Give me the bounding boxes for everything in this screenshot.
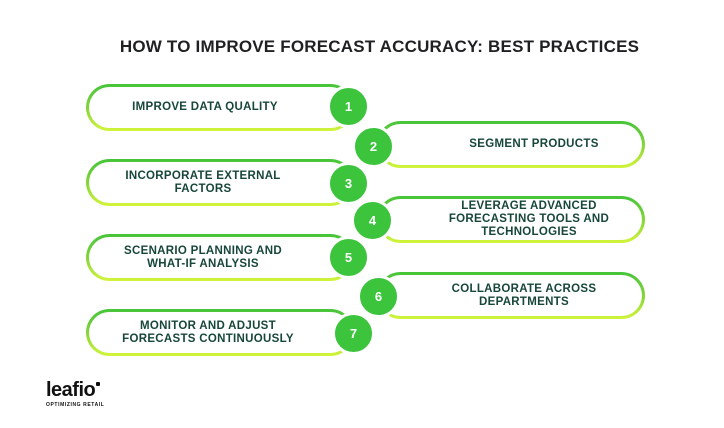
diagram-title: HOW TO IMPROVE FORECAST ACCURACY: BEST P…: [119, 37, 640, 56]
step-1-number-badge: 1: [327, 85, 370, 128]
step-6-pill: COLLABORATE ACROSS DEPARTMENTS: [377, 272, 645, 319]
step-6-number-badge: 6: [357, 275, 400, 318]
step-3-number-badge: 3: [327, 162, 370, 205]
step-3-label: INCORPORATE EXTERNAL FACTORS: [89, 162, 351, 203]
logo-dot-icon: [96, 382, 101, 386]
step-3-pill: INCORPORATE EXTERNAL FACTORS: [86, 159, 354, 206]
step-2-number-badge: 2: [352, 125, 395, 168]
step-5-label: SCENARIO PLANNING AND WHAT-IF ANALYSIS: [89, 237, 351, 278]
step-4-label: LEVERAGE ADVANCED FORECASTING TOOLS AND …: [380, 199, 642, 240]
step-4-pill: LEVERAGE ADVANCED FORECASTING TOOLS AND …: [377, 196, 645, 243]
step-1-pill: IMPROVE DATA QUALITY: [86, 84, 354, 131]
logo-wordmark: leafio: [46, 380, 104, 400]
step-7-pill: MONITOR AND ADJUST FORECASTS CONTINUOUSL…: [86, 309, 354, 356]
step-1-label: IMPROVE DATA QUALITY: [89, 87, 351, 128]
leafio-logo: leafio OPTIMIZING RETAIL: [46, 380, 104, 408]
step-4-number-badge: 4: [351, 199, 394, 242]
logo-tagline: OPTIMIZING RETAIL: [46, 402, 105, 408]
step-2-label: SEGMENT PRODUCTS: [380, 124, 642, 165]
step-7-label: MONITOR AND ADJUST FORECASTS CONTINUOUSL…: [89, 312, 351, 353]
step-5-pill: SCENARIO PLANNING AND WHAT-IF ANALYSIS: [86, 234, 354, 281]
step-2-pill: SEGMENT PRODUCTS: [377, 121, 645, 168]
step-7-number-badge: 7: [332, 312, 375, 355]
step-5-number-badge: 5: [327, 236, 370, 279]
step-6-label: COLLABORATE ACROSS DEPARTMENTS: [380, 275, 642, 316]
